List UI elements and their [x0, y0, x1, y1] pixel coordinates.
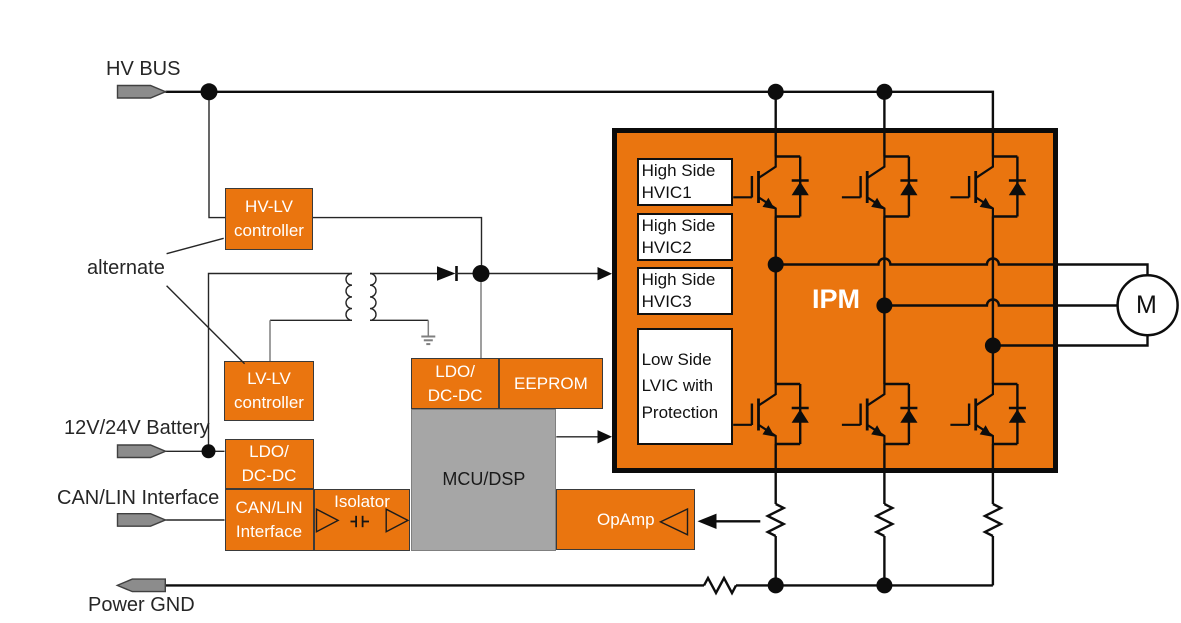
can-lin-label: CAN/LIN Interface [57, 487, 220, 509]
motor-label: M [1136, 291, 1157, 319]
eeprom-box: EEPROM [498, 358, 603, 409]
battery-label: 12V/24V Battery [64, 417, 210, 439]
hv-lv-controller-box: HV-LV controller [225, 187, 313, 250]
high-side-hvic2-box: High Side HVIC2 [636, 212, 733, 262]
ipm-label: IPM [812, 284, 861, 314]
mcu-dsp-box: MCU/DSP [411, 408, 557, 551]
high-side-hvic3-box: High Side HVIC3 [636, 266, 733, 316]
hv-bus-label: HV BUS [106, 58, 181, 80]
alternate-label: alternate [87, 257, 165, 279]
can-lin-interface-box: CAN/LIN Interface [224, 488, 314, 551]
ldo-dcdc-mcu-box: LDO/ DC-DC [411, 358, 499, 409]
power-gnd-label: Power GND [88, 594, 195, 616]
